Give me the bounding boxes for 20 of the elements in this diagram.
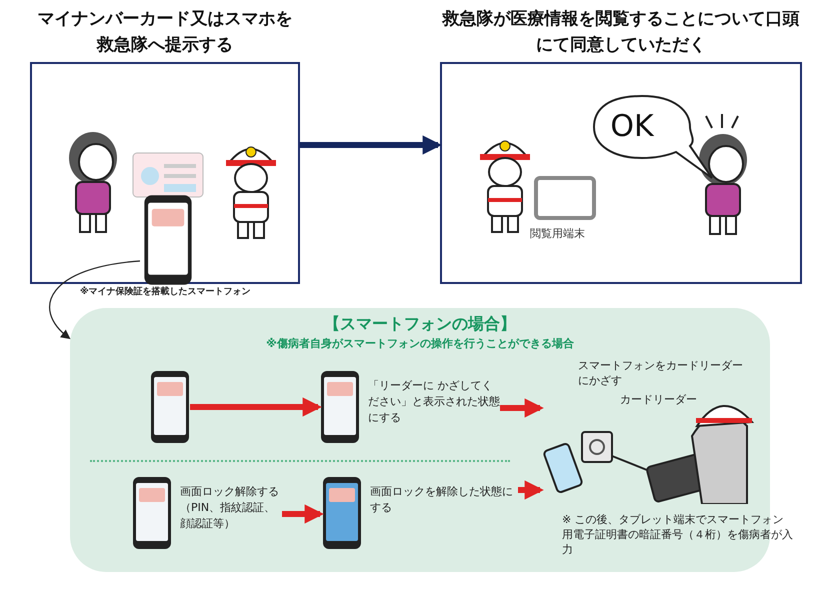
instruction-text: スマートフォンをカードリーダーにかざす bbox=[578, 358, 744, 388]
device-label: 閲覧用端末 bbox=[530, 226, 585, 242]
arrow bbox=[49, 260, 140, 340]
note-text: ※マイナ保険証を搭載したスマートフォン bbox=[80, 286, 252, 299]
panel-heading: マイナンバーカード又はスマホを救急隊へ提示する bbox=[36, 8, 294, 57]
scenario-panel bbox=[70, 308, 770, 572]
arrow bbox=[282, 504, 324, 524]
arrow bbox=[500, 398, 544, 418]
note-text: ※ この後、タブレット端末でスマートフォン用電子証明書の暗証番号（４桁）を傷病者が入力 bbox=[562, 512, 794, 557]
panel-heading: 救急隊が医療情報を閲覧することについて口頭にて同意していただく bbox=[440, 8, 800, 57]
step-text: 画面ロックを解除した状態にする bbox=[370, 484, 514, 516]
arrow bbox=[300, 135, 442, 155]
step-text: 「リーダーに かざしてください」と表示された状態にする bbox=[368, 378, 500, 426]
panel-title: 【スマートフォンの場合】 bbox=[324, 313, 516, 335]
panel-subtitle: ※傷病者自身がスマートフォンの操作を行うことができる場合 bbox=[266, 336, 574, 352]
arrow bbox=[190, 397, 322, 417]
arrow bbox=[518, 480, 544, 500]
speech-text: OK bbox=[609, 108, 656, 146]
step-text: 画面ロック解除する（PIN、指紋認証、顔認証等） bbox=[180, 484, 280, 532]
card-reader-label: カードリーダー bbox=[620, 392, 697, 408]
